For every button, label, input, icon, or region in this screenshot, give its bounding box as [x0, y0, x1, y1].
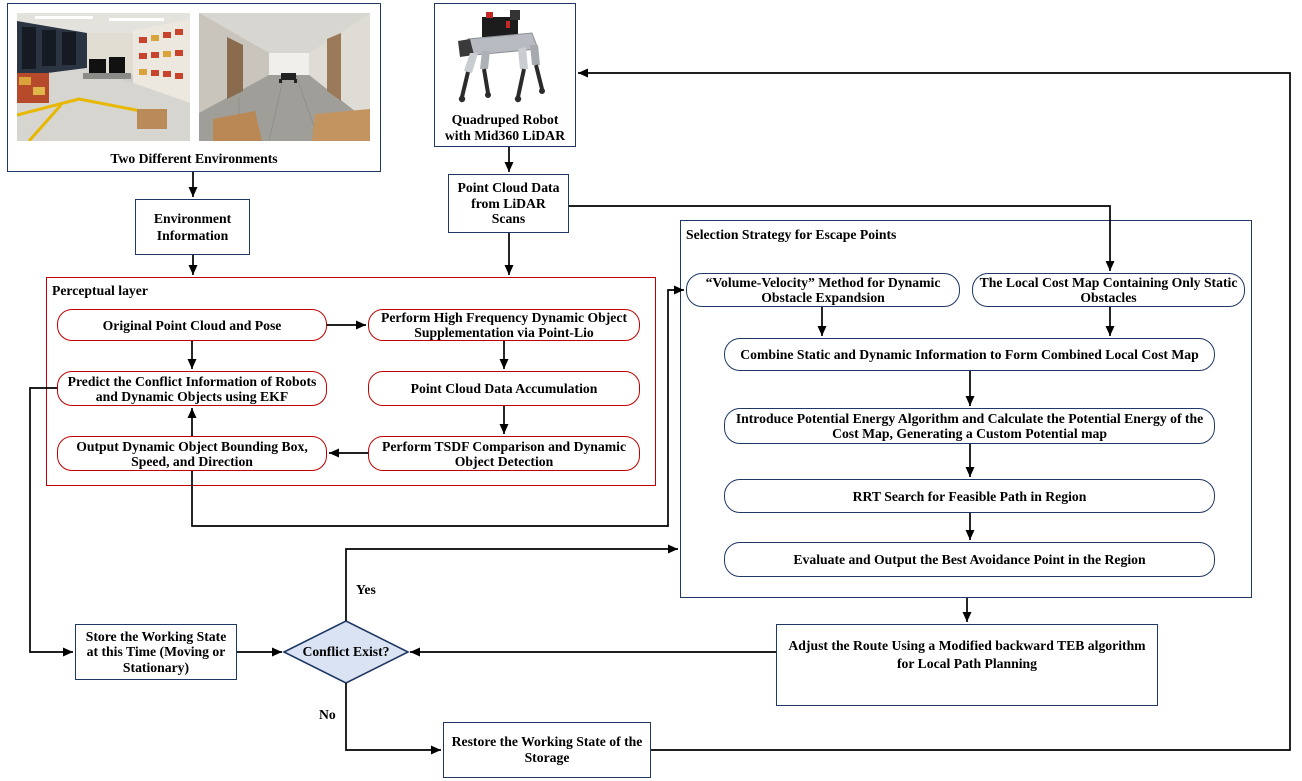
original-point-cloud-node: Original Point Cloud and Pose — [57, 309, 327, 341]
arrow-restore-to-robot — [578, 68, 1291, 751]
conflict-decision-label: Conflict Exist? — [302, 644, 390, 659]
lab-environment-photo — [16, 13, 190, 142]
arrow-predict-to-store — [29, 387, 73, 657]
perceptual-layer-title: Perceptual layer — [52, 283, 148, 298]
local-cost-map-node: The Local Cost Map Containing Only Stati… — [972, 273, 1245, 307]
corridor-environment-photo — [199, 13, 370, 142]
restore-working-state-box: Restore the Working State of the Storage — [443, 722, 651, 778]
arrow-output-to-volume-velocity — [191, 285, 684, 527]
quadruped-robot-image — [448, 5, 552, 109]
point-cloud-data-box: Point Cloud Data from LiDAR Scans — [448, 174, 569, 233]
supplementation-node: Perform High Frequency Dynamic Object Su… — [368, 309, 640, 341]
environments-caption: Two Different Environments — [110, 151, 278, 166]
arrow-point-cloud-to-local-cost-map — [569, 205, 1115, 271]
arrow-decision-yes-to-selection — [345, 544, 678, 621]
no-branch-label: No — [319, 707, 336, 722]
store-working-state-box: Store the Working State at this Time (Mo… — [75, 624, 237, 680]
potential-energy-node: Introduce Potential Energy Algorithm and… — [724, 408, 1215, 444]
yes-branch-label: Yes — [356, 582, 376, 597]
accumulation-node: Point Cloud Data Accumulation — [368, 371, 640, 406]
environment-information-box: Environment Information — [135, 199, 250, 255]
tsdf-detection-node: Perform TSDF Comparison and Dynamic Obje… — [368, 436, 640, 471]
selection-strategy-title: Selection Strategy for Escape Points — [686, 227, 897, 242]
volume-velocity-node: “Volume-Velocity” Method for Dynamic Obs… — [686, 273, 960, 307]
robot-caption: Quadruped Robot with Mid360 LiDAR — [444, 112, 566, 143]
selection-strategy-panel — [680, 220, 1252, 598]
predict-conflict-node: Predict the Conflict Information of Robo… — [57, 371, 327, 406]
perceptual-layer-panel — [46, 277, 656, 486]
combine-cost-map-node: Combine Static and Dynamic Information t… — [724, 338, 1215, 371]
adjust-route-box: Adjust the Route Using a Modified backwa… — [776, 624, 1158, 706]
output-bounding-box-node: Output Dynamic Object Bounding Box, Spee… — [57, 436, 327, 471]
conflict-decision-diamond — [282, 620, 410, 684]
evaluate-avoidance-node: Evaluate and Output the Best Avoidance P… — [724, 542, 1215, 577]
rrt-search-node: RRT Search for Feasible Path in Region — [724, 479, 1215, 513]
arrow-decision-no-to-restore — [345, 683, 441, 755]
